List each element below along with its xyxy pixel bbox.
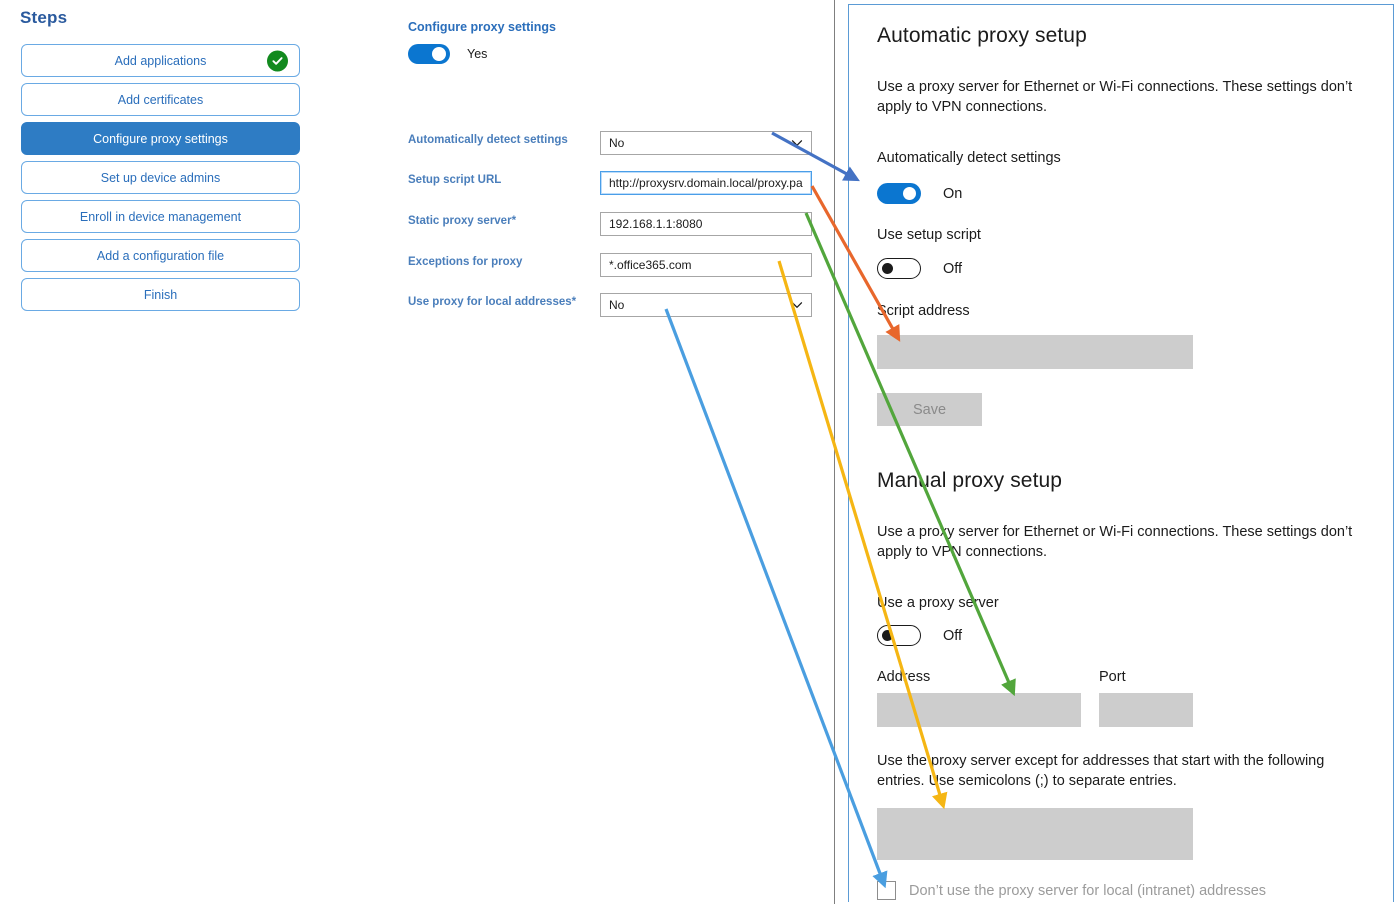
use-a-proxy-server-toggle[interactable] bbox=[877, 625, 921, 646]
select-value: No bbox=[609, 136, 625, 150]
bypass-local-addresses-row[interactable]: Don’t use the proxy server for local (in… bbox=[877, 881, 1266, 900]
input-value: *.office365.com bbox=[609, 258, 692, 272]
step-label: Enroll in device management bbox=[79, 209, 242, 224]
script-address-input[interactable] bbox=[877, 335, 1193, 369]
use-setup-script-toggle-row[interactable]: Off bbox=[877, 258, 962, 279]
field-use-proxy-for-local-addresses: Use proxy for local addresses* No bbox=[408, 293, 828, 317]
field-label: Setup script URL bbox=[408, 174, 502, 186]
field-label: Use proxy for local addresses* bbox=[408, 296, 577, 308]
address-input[interactable] bbox=[877, 693, 1081, 727]
use-proxy-for-local-addresses-select[interactable]: No bbox=[600, 293, 812, 317]
manual-proxy-setup-description: Use a proxy server for Ethernet or Wi-Fi… bbox=[877, 524, 1353, 560]
configure-proxy-toggle-row[interactable]: Yes bbox=[408, 44, 487, 64]
check-circle-icon bbox=[267, 50, 288, 71]
auto-detect-settings-toggle-row[interactable]: On bbox=[877, 183, 962, 204]
toggle-knob bbox=[903, 187, 916, 200]
vertical-divider bbox=[834, 0, 835, 904]
required-marker: * bbox=[511, 215, 517, 227]
step-label: Configure proxy settings bbox=[93, 131, 228, 146]
port-label: Port bbox=[1099, 669, 1126, 685]
step-label: Finish bbox=[143, 287, 178, 302]
input-value: http://proxysrv.domain.local/proxy.pa bbox=[609, 176, 803, 190]
toggle-knob bbox=[882, 262, 893, 274]
exceptions-input[interactable] bbox=[877, 808, 1193, 860]
step-item-add-a-configuration-file[interactable]: Add a configuration file bbox=[21, 239, 300, 272]
steps-panel: Steps Add applications Add certificates … bbox=[0, 0, 340, 904]
step-label: Add certificates bbox=[117, 92, 204, 107]
select-value: No bbox=[609, 298, 625, 312]
configure-proxy-toggle-label: Yes bbox=[467, 47, 488, 61]
steps-title: Steps bbox=[20, 8, 68, 27]
auto-detect-settings-state: On bbox=[943, 185, 963, 202]
bypass-local-addresses-label: Don’t use the proxy server for local (in… bbox=[909, 882, 1267, 899]
use-a-proxy-server-label: Use a proxy server bbox=[877, 595, 999, 611]
auto-detect-settings-toggle[interactable] bbox=[877, 183, 921, 204]
windows-proxy-settings-panel: Automatic proxy setup Use a proxy server… bbox=[848, 4, 1394, 902]
exceptions-for-proxy-input[interactable]: *.office365.com bbox=[600, 253, 812, 277]
chevron-down-icon bbox=[791, 140, 803, 146]
field-label: Static proxy server* bbox=[408, 215, 517, 227]
step-label: Add applications bbox=[114, 53, 207, 68]
step-label: Add a configuration file bbox=[96, 248, 225, 263]
step-item-set-up-device-admins[interactable]: Set up device admins bbox=[21, 161, 300, 194]
chevron-down-icon bbox=[791, 302, 803, 308]
use-setup-script-label: Use setup script bbox=[877, 227, 981, 243]
required-marker: * bbox=[571, 296, 577, 308]
step-label: Set up device admins bbox=[100, 170, 221, 185]
configure-proxy-toggle[interactable] bbox=[408, 44, 450, 64]
checkbox-icon[interactable] bbox=[877, 881, 896, 900]
manual-proxy-setup-heading: Manual proxy setup bbox=[877, 469, 1063, 492]
setup-script-url-input[interactable]: http://proxysrv.domain.local/proxy.pa bbox=[600, 171, 812, 195]
steps-list: Add applications Add certificates Config… bbox=[21, 44, 300, 317]
use-a-proxy-server-state: Off bbox=[943, 627, 963, 644]
use-setup-script-state: Off bbox=[943, 260, 963, 277]
field-automatically-detect-settings: Automatically detect settings No bbox=[408, 131, 828, 155]
input-value: 192.168.1.1:8080 bbox=[609, 217, 703, 231]
field-exceptions-for-proxy: Exceptions for proxy *.office365.com bbox=[408, 253, 828, 277]
step-item-add-applications[interactable]: Add applications bbox=[21, 44, 300, 77]
use-a-proxy-server-toggle-row[interactable]: Off bbox=[877, 625, 962, 646]
port-input[interactable] bbox=[1099, 693, 1193, 727]
step-item-enroll-in-device-management[interactable]: Enroll in device management bbox=[21, 200, 300, 233]
proxy-form-panel: Configure proxy settings Yes Automatical… bbox=[340, 0, 834, 904]
step-item-configure-proxy-settings[interactable]: Configure proxy settings bbox=[21, 122, 300, 155]
static-proxy-server-input[interactable]: 192.168.1.1:8080 bbox=[600, 212, 812, 236]
use-setup-script-toggle[interactable] bbox=[877, 258, 921, 279]
toggle-knob bbox=[432, 47, 446, 61]
form-heading: Configure proxy settings bbox=[408, 20, 556, 34]
save-button[interactable]: Save bbox=[877, 393, 982, 426]
step-item-add-certificates[interactable]: Add certificates bbox=[21, 83, 300, 116]
step-item-finish[interactable]: Finish bbox=[21, 278, 300, 311]
field-setup-script-url: Setup script URL http://proxysrv.domain.… bbox=[408, 171, 828, 195]
field-label: Exceptions for proxy bbox=[408, 256, 523, 268]
exceptions-description: Use the proxy server except for addresse… bbox=[877, 753, 1325, 789]
auto-detect-settings-label: Automatically detect settings bbox=[877, 150, 1061, 166]
toggle-knob bbox=[882, 629, 893, 641]
field-static-proxy-server: Static proxy server* 192.168.1.1:8080 bbox=[408, 212, 828, 236]
address-label: Address bbox=[877, 669, 931, 685]
field-label: Automatically detect settings bbox=[408, 134, 568, 146]
automatically-detect-settings-select[interactable]: No bbox=[600, 131, 812, 155]
automatic-proxy-setup-heading: Automatic proxy setup bbox=[877, 24, 1087, 47]
automatic-proxy-setup-description: Use a proxy server for Ethernet or Wi-Fi… bbox=[877, 79, 1353, 115]
script-address-label: Script address bbox=[877, 303, 970, 319]
